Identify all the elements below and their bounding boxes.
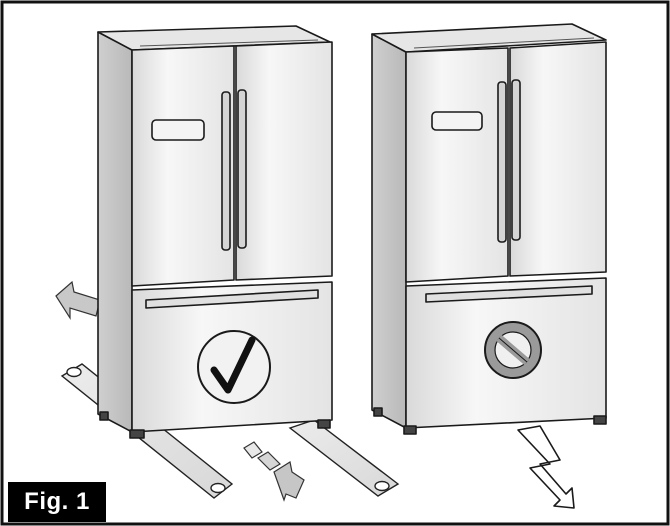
leveling-strip-right (288, 419, 400, 497)
figure-label: Fig. 1 (8, 482, 106, 522)
prohibited-icon (484, 321, 542, 379)
zigzag-arrow-icon (517, 425, 575, 509)
refrigerator-incorrect (371, 23, 607, 435)
checkmark-icon (197, 330, 271, 404)
slide-forward-arrow (243, 441, 305, 502)
